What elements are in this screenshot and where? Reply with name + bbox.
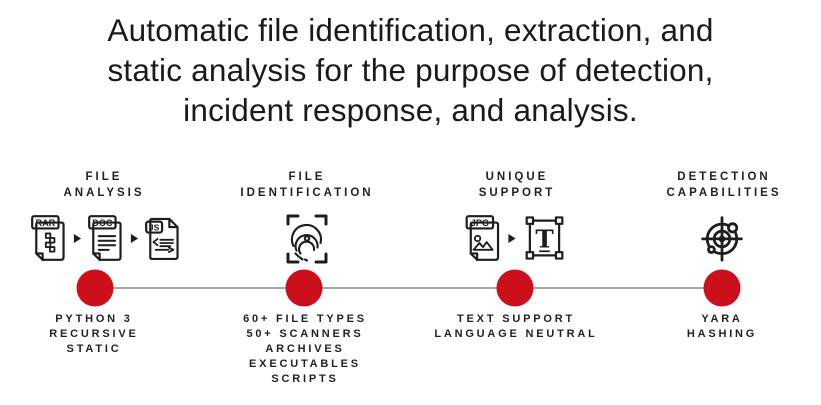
column-header-detection-capabilities: DETECTION CAPABILITIES bbox=[666, 170, 781, 201]
column-footer-unique-support: TEXT SUPPORT LANGUAGE NEUTRAL bbox=[434, 312, 597, 342]
header-line: FILE bbox=[85, 171, 123, 183]
title-line-3: incident response, and analysis. bbox=[183, 92, 638, 128]
timeline-node-1 bbox=[76, 269, 114, 307]
header-line: UNIQUE bbox=[485, 171, 549, 183]
footer-line: 60+ FILE TYPES bbox=[243, 313, 367, 325]
header-line: DETECTION bbox=[677, 171, 771, 183]
icon-row-unique-support: JPG T bbox=[464, 212, 569, 265]
arrow-right-icon bbox=[508, 233, 516, 243]
header-line: FILE bbox=[288, 171, 326, 183]
footer-line: STATIC bbox=[66, 343, 122, 355]
page-title: Automatic file identification, extractio… bbox=[0, 10, 821, 130]
timeline-node-4 bbox=[703, 269, 741, 307]
header-line: SUPPORT bbox=[478, 186, 556, 199]
icon-row-file-analysis: RAR DOC bbox=[29, 212, 183, 265]
arrow-right-icon bbox=[73, 233, 82, 243]
column-footer-file-identification: 60+ FILE TYPES 50+ SCANNERS ARCHIVES EXE… bbox=[243, 312, 367, 387]
jpg-file-icon: JPG bbox=[465, 215, 500, 261]
footer-line: ARCHIVES bbox=[265, 343, 345, 355]
text-select-icon: T bbox=[525, 216, 564, 260]
header-line: IDENTIFICATION bbox=[240, 186, 374, 199]
footer-line: HASHING bbox=[686, 328, 758, 340]
footer-line: PYTHON 3 bbox=[55, 313, 133, 325]
arrow-right-icon bbox=[130, 233, 139, 243]
svg-text:RAR: RAR bbox=[36, 218, 56, 228]
title-line-2: static analysis for the purpose of detec… bbox=[107, 52, 714, 88]
footer-line: RECURSIVE bbox=[49, 328, 139, 340]
radar-target-icon bbox=[701, 216, 743, 262]
js-file-icon: JS bbox=[145, 217, 179, 260]
title-line-1: Automatic file identification, extractio… bbox=[107, 12, 714, 48]
header-line: ANALYSIS bbox=[63, 186, 145, 199]
icon-row-file-identification bbox=[283, 209, 331, 267]
footer-line: YARA bbox=[701, 313, 743, 325]
svg-text:JS: JS bbox=[149, 222, 160, 232]
svg-text:DOC: DOC bbox=[92, 218, 113, 228]
svg-text:T: T bbox=[535, 225, 554, 254]
fingerprint-scan-icon bbox=[286, 214, 328, 264]
timeline-node-3 bbox=[496, 269, 534, 307]
footer-line: 50+ SCANNERS bbox=[246, 328, 364, 340]
footer-line: LANGUAGE NEUTRAL bbox=[434, 328, 598, 340]
column-header-file-identification: FILE IDENTIFICATION bbox=[240, 170, 373, 201]
rar-file-icon: RAR bbox=[31, 215, 65, 261]
column-header-file-analysis: FILE ANALYSIS bbox=[63, 170, 144, 201]
footer-line: TEXT SUPPORT bbox=[457, 313, 575, 325]
svg-text:JPG: JPG bbox=[471, 218, 489, 228]
timeline-node-2 bbox=[285, 269, 323, 307]
header-line: CAPABILITIES bbox=[666, 186, 782, 199]
footer-line: EXECUTABLES bbox=[249, 358, 361, 370]
footer-line: SCRIPTS bbox=[271, 373, 339, 385]
column-header-unique-support: UNIQUE SUPPORT bbox=[479, 170, 556, 201]
doc-file-icon: DOC bbox=[88, 215, 122, 261]
column-footer-file-analysis: PYTHON 3 RECURSIVE STATIC bbox=[49, 312, 138, 357]
icon-row-detection-capabilities bbox=[698, 212, 746, 264]
timeline-line bbox=[95, 287, 722, 289]
column-footer-detection-capabilities: YARA HASHING bbox=[687, 312, 757, 342]
